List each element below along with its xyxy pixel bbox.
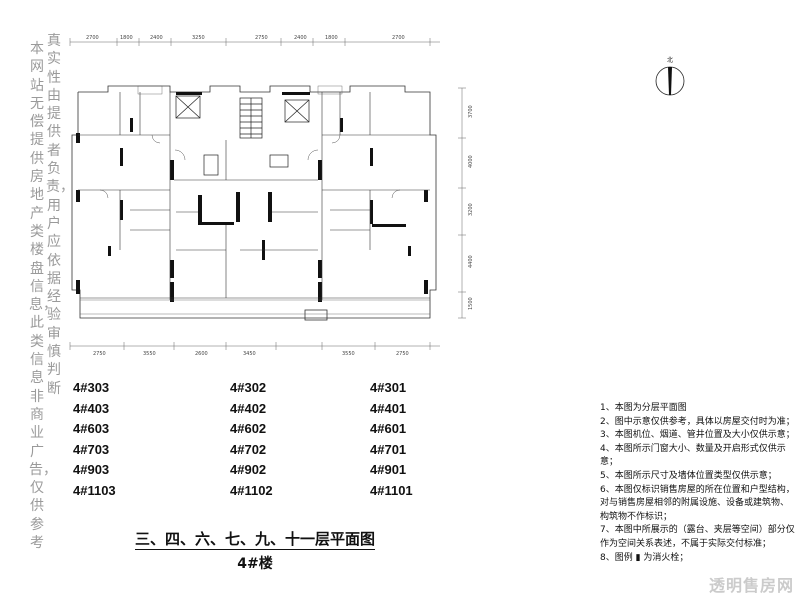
units-middle-column: 4#302 4#402 4#602 4#702 4#902 4#1102 xyxy=(230,378,273,501)
unit-label: 4#302 xyxy=(230,380,267,395)
floor-plan: 2700 1800 2400 3250 2750 2400 1800 2700 … xyxy=(69,35,474,357)
note-item: 3、本图机位、烟道、管井位置及大小仅供示意； xyxy=(600,430,795,441)
building-outline xyxy=(71,85,437,321)
watermark-left-column: 本网站无偿提供房地产类楼盘信息，此类信息非商业广告，仅供参考 xyxy=(29,41,57,552)
drawing-title: 三、四、六、七、九、十一层平面图 xyxy=(134,530,375,550)
watermark-right-column: 真实性由提供者负责，用户应依据经验审慎判断 xyxy=(46,33,74,397)
dim-bottom-3: 2600 xyxy=(195,351,208,357)
watermark-logo: 透明售房网 xyxy=(708,576,794,595)
note-item: 6、本图仅标识销售房屋的所在位置和户型结构，对与销售房屋相邻的附属设施、设备或建… xyxy=(600,484,795,522)
north-label: 北 xyxy=(667,56,673,64)
dim-top-3: 2400 xyxy=(150,35,163,41)
dim-bottom-2: 3550 xyxy=(143,351,156,357)
unit-label: 4#1102 xyxy=(230,482,273,498)
unit-label: 4#402 xyxy=(230,400,267,416)
unit-label: 4#1101 xyxy=(370,482,413,498)
balcony-detail xyxy=(79,85,431,315)
unit-label: 4#303 xyxy=(73,380,110,395)
notes-list: 1、本图为分层平面图 2、图中示意仅供参考，具体以房屋交付时为准； 3、本图机位… xyxy=(600,402,796,565)
note-item: 5、本图所示尺寸及墙体位置类型仅供示意； xyxy=(600,470,777,481)
unit-label: 4#403 xyxy=(73,400,110,416)
dim-right-5: 1500 xyxy=(468,297,474,310)
dim-bottom-1: 2750 xyxy=(93,351,106,357)
top-dimension-labels: 2700 1800 2400 3250 2750 2400 1800 2700 xyxy=(86,35,405,41)
dim-bottom-4: 3450 xyxy=(243,351,256,357)
note-item: 7、本图中所展示的（露台、夹层等空间）部分仅作为空间关系表述，不属于实际交付标准… xyxy=(600,525,795,549)
note-item: 2、图中示意仅供参考，具体以房屋交付时为准； xyxy=(600,416,795,427)
unit-label: 4#703 xyxy=(73,441,110,457)
unit-label: 4#401 xyxy=(370,400,407,416)
building-core xyxy=(175,95,310,176)
right-dimension-chain xyxy=(458,87,466,319)
door-swings xyxy=(99,134,401,199)
note-item: 4、本图所示门窗大小、数量及开启形式仅供示意； xyxy=(600,443,786,468)
dim-right-3: 3200 xyxy=(468,203,474,216)
dim-bottom-6: 2750 xyxy=(396,351,409,357)
dim-top-2: 1800 xyxy=(120,35,133,41)
unit-label: 4#701 xyxy=(370,441,407,457)
dim-top-4: 3250 xyxy=(192,35,205,41)
interior-walls xyxy=(78,92,430,300)
right-dimension-labels: 3700 4000 3200 4400 1500 xyxy=(468,105,474,310)
dim-right-2: 4000 xyxy=(468,155,474,168)
unit-label: 4#602 xyxy=(230,421,267,436)
unit-label: 4#1103 xyxy=(73,482,116,498)
dim-top-7: 1800 xyxy=(325,35,338,41)
units-left-column: 4#303 4#403 4#603 4#703 4#903 4#1103 xyxy=(73,378,116,501)
bottom-dimension-chain xyxy=(69,342,440,350)
dim-top-5: 2750 xyxy=(255,35,268,41)
top-dimension-chain xyxy=(69,38,440,46)
unit-label: 4#903 xyxy=(73,462,110,477)
note-item: 1、本图为分层平面图 xyxy=(600,403,687,413)
units-right-column: 4#301 4#401 4#601 4#701 4#901 4#1101 xyxy=(370,378,413,501)
dim-top-6: 2400 xyxy=(294,35,307,41)
drawing-title-block: 三、四、六、七、九、十一层平面图 4#楼 xyxy=(130,528,380,573)
bottom-dimension-labels: 2750 3550 2600 3450 3550 2750 xyxy=(93,351,409,357)
unit-label: 4#603 xyxy=(73,421,110,436)
thick-walls xyxy=(76,92,428,302)
dim-right-4: 4400 xyxy=(468,255,474,268)
north-arrow: 北 xyxy=(655,56,685,96)
unit-label: 4#301 xyxy=(370,380,407,395)
note-item: 8、图例 ▮ 为消火栓； xyxy=(600,552,689,563)
dim-bottom-5: 3550 xyxy=(342,351,355,357)
dim-top-8: 2700 xyxy=(392,35,405,41)
unit-label: 4#902 xyxy=(230,462,267,477)
dim-top-1: 2700 xyxy=(86,35,99,41)
unit-label: 4#702 xyxy=(230,441,267,457)
dim-right-1: 3700 xyxy=(468,105,474,118)
unit-label: 4#901 xyxy=(370,462,407,477)
building-name: 4#楼 xyxy=(237,556,273,572)
unit-label: 4#601 xyxy=(370,421,407,436)
